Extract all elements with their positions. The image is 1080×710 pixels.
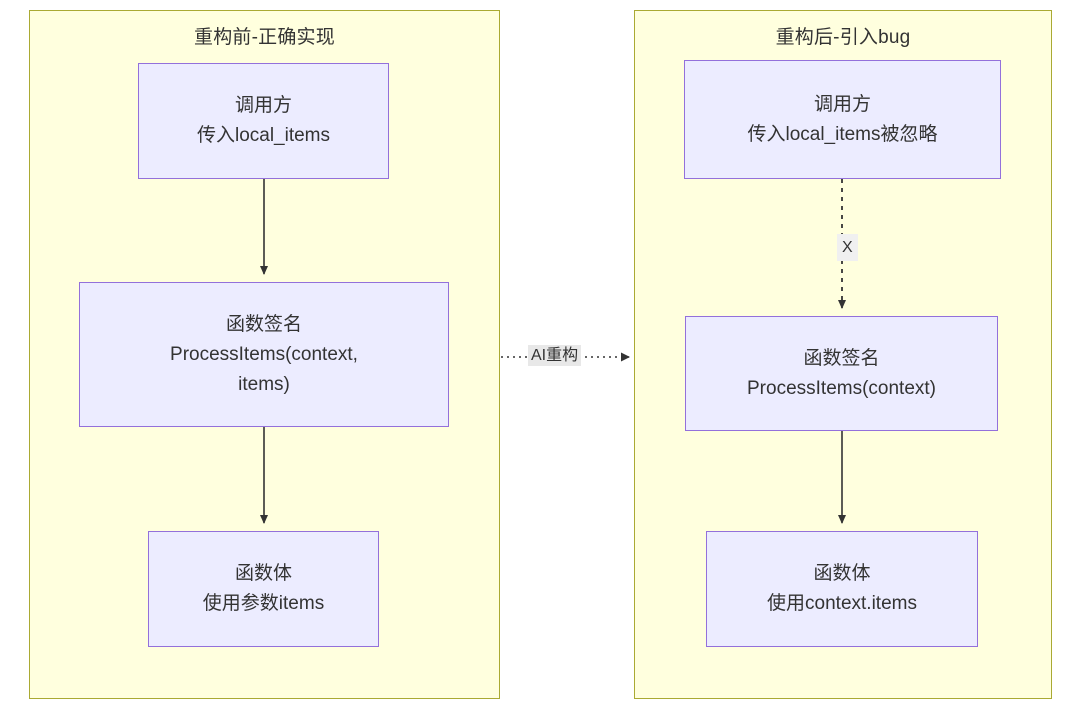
- edge-label-ignored-x: X: [837, 234, 858, 261]
- node-right-body-line-1: 函数体: [813, 563, 871, 584]
- node-right-body[interactable]: 函数体 使用context.items: [706, 531, 978, 647]
- node-left-signature-line-1: 函数签名: [225, 313, 302, 335]
- node-right-signature[interactable]: 函数签名 ProcessItems(context): [685, 316, 998, 431]
- node-left-body-line-2: 使用参数items: [202, 593, 325, 614]
- node-right-signature-line-1: 函数签名: [803, 347, 880, 369]
- node-left-body[interactable]: 函数体 使用参数items: [148, 531, 379, 647]
- edge-label-ai-refactor: AI重构: [528, 345, 582, 366]
- node-right-caller[interactable]: 调用方 传入local_items被忽略: [684, 60, 1001, 179]
- node-right-caller-line-2: 传入local_items被忽略: [747, 123, 938, 145]
- panel-title-before: 重构前-正确实现: [194, 27, 335, 48]
- node-left-signature[interactable]: 函数签名 ProcessItems(context, items): [79, 282, 449, 427]
- node-left-signature-line-3: items): [238, 373, 290, 395]
- node-right-signature-line-2: ProcessItems(context): [747, 377, 936, 399]
- node-left-body-line-1: 函数体: [234, 563, 292, 584]
- node-left-signature-line-2: ProcessItems(context,: [170, 343, 358, 365]
- panel-title-after: 重构后-引入bug: [775, 27, 911, 48]
- node-right-caller-line-1: 调用方: [813, 93, 871, 115]
- node-left-caller-line-2: 传入local_items: [196, 125, 331, 146]
- node-left-caller-line-1: 调用方: [234, 95, 292, 116]
- node-right-body-line-2: 使用context.items: [767, 593, 917, 614]
- node-left-caller[interactable]: 调用方 传入local_items: [138, 63, 389, 179]
